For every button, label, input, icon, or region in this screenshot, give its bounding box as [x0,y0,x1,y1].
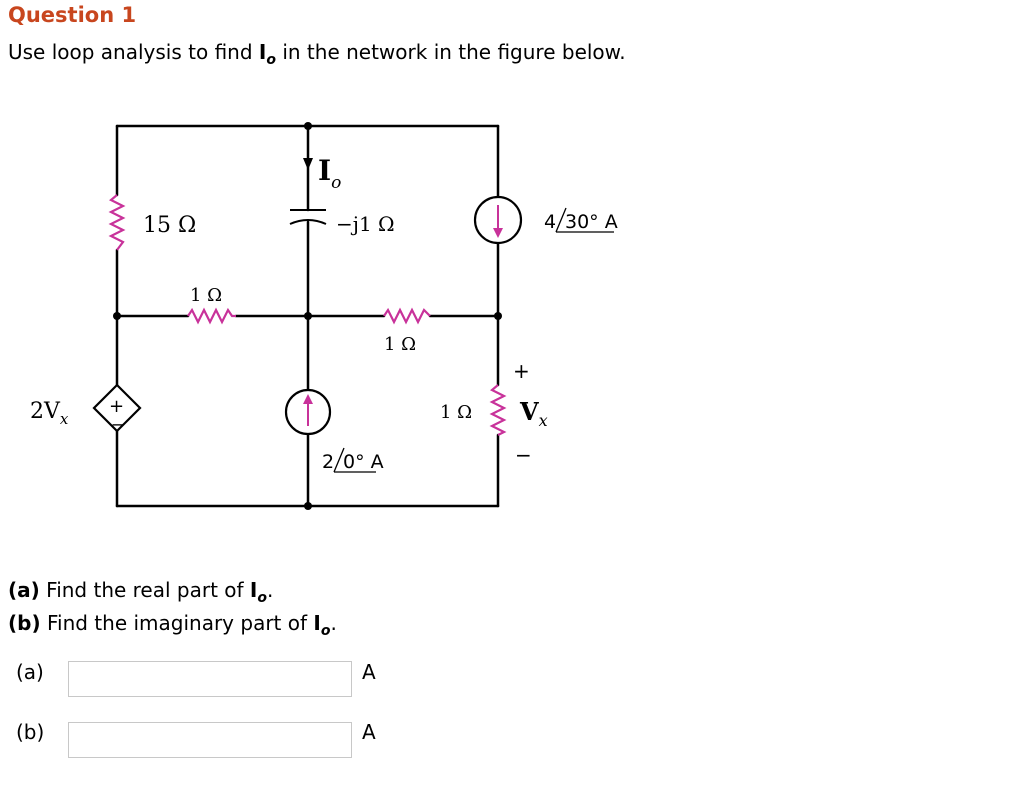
label-io: Io [318,154,341,193]
resistor-1-ohm-right [489,384,507,436]
answer-b-unit: A [362,720,376,744]
svg-text:30° A: 30° A [565,211,618,233]
question-title: Question 1 [8,3,137,27]
label-isrc-4-30: 4 30° A [544,207,618,233]
resistor-1-ohm-middle [383,307,431,325]
current-source-2-0 [284,388,332,436]
resistor-1-ohm-left [187,307,236,325]
answer-b-input[interactable] [68,722,352,758]
label-1-ohm-middle: 1 Ω [384,334,416,355]
dep-source-minus: − [111,415,124,434]
dep-source-plus: + [109,396,124,417]
io-arrow [303,158,313,170]
vx-minus: − [515,443,532,467]
answer-b-label: (b) [16,720,45,744]
label-isrc-2-0: 2 0° A [322,447,384,473]
dependent-voltage-source [92,383,142,433]
vx-plus: + [513,359,530,383]
current-source-4-30 [473,195,523,245]
part-a-question: (a) Find the real part of Io. [8,578,274,606]
answer-a-label: (a) [16,660,44,684]
question-prompt: Use loop analysis to find Io in the netw… [8,40,626,68]
label-cap: −j1 Ω [336,212,395,236]
label-1-ohm-left: 1 Ω [190,285,222,306]
answer-a-unit: A [362,660,376,684]
label-vx: Vx [519,397,548,430]
capacitor [289,209,327,225]
svg-text:2: 2 [322,451,334,473]
part-b-question: (b) Find the imaginary part of Io. [8,611,337,639]
svg-text:0° A: 0° A [343,451,384,473]
resistor-15-ohm [108,194,126,251]
label-15-ohm: 15 Ω [143,213,196,238]
label-1-ohm-right: 1 Ω [440,402,472,423]
circuit-diagram: 15 Ω −j1 Ω 1 Ω 1 Ω 1 Ω Io 4 30° A 2 0° A… [30,122,618,510]
label-dep-gain: 2Vx [30,399,69,428]
svg-text:4: 4 [544,211,556,233]
answer-a-input[interactable] [68,661,352,697]
